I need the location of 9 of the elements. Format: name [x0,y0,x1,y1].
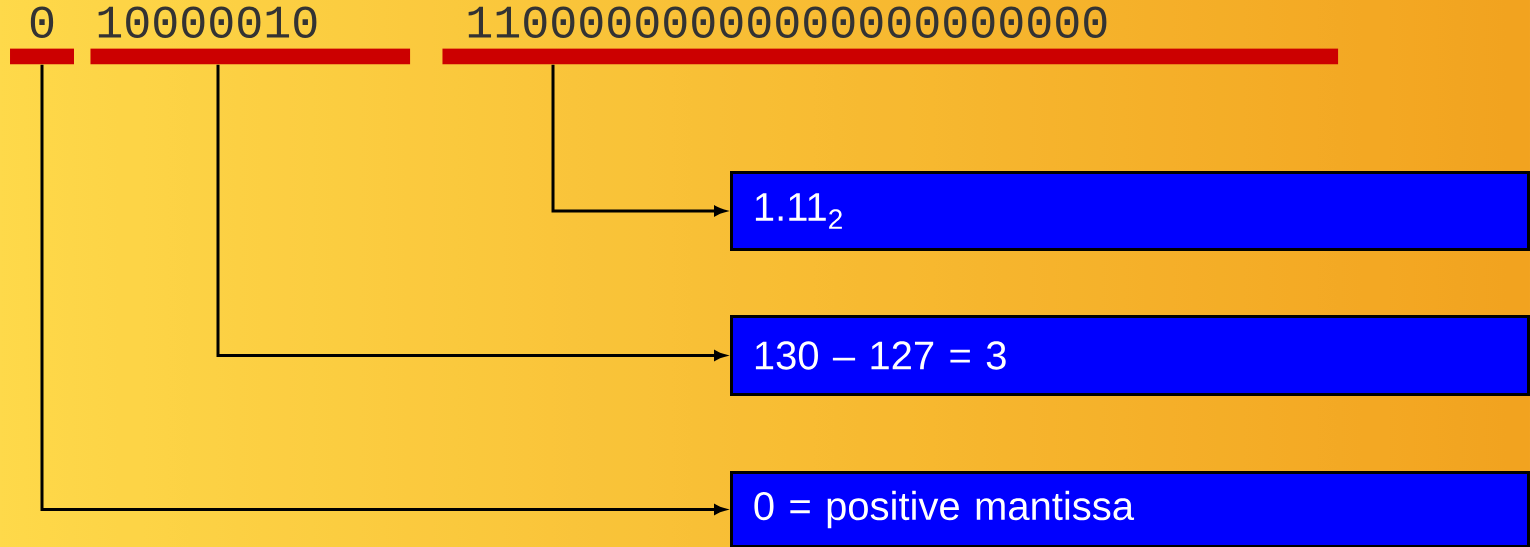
value-box: 0 = positive mantissa [730,471,1530,547]
bit-field: 0 [10,6,74,65]
node-label: 10000010 [98,6,317,39]
bit-field: 10000010 [90,6,411,65]
node-label: 0 [30,6,54,39]
value-box: 1.11$_{2}$ [730,171,1530,251]
node-label: 11000000000000000000000 [468,6,1107,39]
value-box: 130 – 127 = 3 [730,315,1530,396]
bit-field: 11000000000000000000000 [442,6,1339,65]
